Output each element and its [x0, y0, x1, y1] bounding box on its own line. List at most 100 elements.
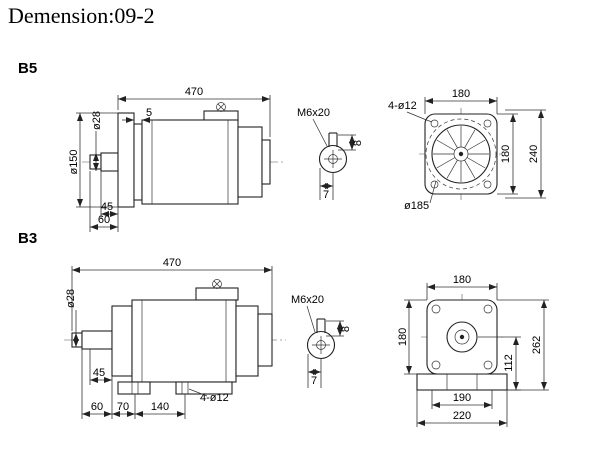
dim-value: 45	[101, 201, 113, 213]
dim-value: 180	[397, 328, 409, 346]
motor-body	[131, 299, 237, 383]
b3-dim-overall-height: 262	[497, 299, 549, 391]
corner-boss	[483, 304, 493, 314]
shaft	[81, 330, 113, 350]
dim-value: 470	[163, 257, 181, 269]
section-label-b3: B3	[18, 230, 37, 247]
flange	[117, 112, 135, 208]
dim-value: 220	[453, 410, 471, 422]
front-foot	[117, 381, 151, 395]
dim-value: 4-ø12	[388, 100, 417, 112]
corner-boss	[431, 360, 441, 370]
dim-value: ø185	[404, 200, 429, 212]
b3-dim-chain: 60 70 140	[81, 349, 186, 419]
tap-label: M6x20	[297, 107, 330, 119]
dim-value: 5	[146, 107, 152, 119]
b5-dim-key-height: 8	[338, 134, 364, 151]
b5-dim-shaft-length: 60	[89, 171, 118, 232]
b5-dim-total-length: 470	[117, 86, 271, 137]
dim-value: 4-ø12	[200, 392, 229, 404]
b3-dim-base-width: 220	[416, 390, 508, 427]
dim-value: 240	[528, 145, 540, 163]
shaft-end-circle	[306, 330, 336, 360]
b3-label-foot-holes: 4-ø12	[188, 388, 229, 404]
leader-line	[188, 388, 208, 397]
b3-dim-shaft-usable: 45	[89, 349, 113, 385]
dim-value: ø28	[65, 289, 77, 308]
shaft-end	[454, 329, 470, 345]
b3-dim-foot-span: 190	[431, 390, 493, 409]
rear-foot	[175, 381, 233, 395]
b3-dim-total-length: 470	[71, 257, 273, 331]
b3-dim-shaft-height: 112	[478, 336, 521, 391]
front-endbell	[111, 305, 133, 377]
rear-endbell	[235, 305, 259, 377]
leader-line	[406, 111, 433, 123]
terminal-box	[195, 287, 239, 301]
keyway-slot	[328, 132, 338, 147]
keyway-slot	[316, 318, 326, 333]
dim-value: 112	[503, 354, 515, 372]
b3-shaft-end-detail: M6x20 8 7	[291, 294, 352, 388]
rear-endbell	[237, 126, 263, 198]
b5-dim-bolt-spacing: 180	[497, 113, 518, 195]
b3-front-view: 180 180 112 262 190	[397, 274, 549, 427]
fan-grill	[433, 126, 489, 182]
base-feet	[416, 373, 508, 391]
leader-line	[429, 180, 437, 204]
dim-value: 8	[340, 326, 352, 332]
bearing-hub	[446, 321, 478, 353]
dim-value: ø150	[68, 149, 80, 174]
front-housing	[133, 123, 143, 201]
b5-dim-spigot: ø185	[404, 180, 437, 212]
b5-dim-overall-height: 240	[505, 109, 546, 199]
mounting-hole	[430, 119, 439, 128]
spigot-circle	[425, 118, 497, 190]
dim-value: 7	[311, 375, 317, 387]
dim-value: 180	[452, 88, 470, 100]
dim-value: 60	[98, 214, 110, 226]
dim-value: 7	[323, 189, 329, 201]
fan-cover	[257, 313, 273, 367]
motor-body	[141, 119, 239, 205]
mounting-hole	[483, 119, 492, 128]
center-dot	[458, 151, 464, 157]
shaft-tip	[71, 332, 83, 348]
b3-dim-width: 180	[426, 274, 498, 300]
shaft	[100, 152, 119, 172]
dim-value: 262	[531, 336, 543, 354]
eyebolt-icon	[212, 279, 222, 289]
dim-value: 45	[93, 367, 105, 379]
rear-step	[261, 139, 271, 185]
b5-front-view: 180 4-ø12 180 240 ø185	[388, 88, 546, 212]
mounting-hole	[430, 180, 439, 189]
dim-value: 8	[352, 140, 364, 146]
eyebolt-icon	[216, 102, 226, 112]
dim-value: 180	[500, 145, 512, 163]
mounting-hole	[483, 180, 492, 189]
b5-dim-shaft-diameter: ø28	[91, 111, 103, 171]
dim-value: 140	[151, 401, 169, 413]
dim-value: 470	[185, 86, 203, 98]
leader-line	[306, 305, 316, 333]
b3-dim-key-height: 8	[326, 320, 352, 337]
b3-dim-shaft-diameter: ø28	[65, 289, 79, 347]
shaft-end-circle	[318, 144, 348, 174]
b3-dim-body-height: 180	[397, 299, 427, 375]
tap-label: M6x20	[291, 294, 324, 306]
foot-holes	[131, 382, 189, 394]
dim-value: ø28	[91, 111, 103, 130]
dim-value: 70	[117, 401, 129, 413]
center-dot	[459, 334, 465, 340]
b5-shaft-end-detail: M6x20 8 7	[297, 107, 364, 201]
corner-boss	[483, 360, 493, 370]
dim-value: 60	[91, 401, 103, 413]
b3-dim-key-width: 7	[307, 354, 322, 388]
dim-value: 190	[453, 392, 471, 404]
section-label-b5: B5	[18, 60, 37, 77]
dim-value: 180	[453, 274, 471, 286]
corner-boss	[431, 304, 441, 314]
b5-dim-flange-thickness: 5	[122, 107, 156, 123]
b5-dim-key-width: 7	[319, 168, 334, 201]
